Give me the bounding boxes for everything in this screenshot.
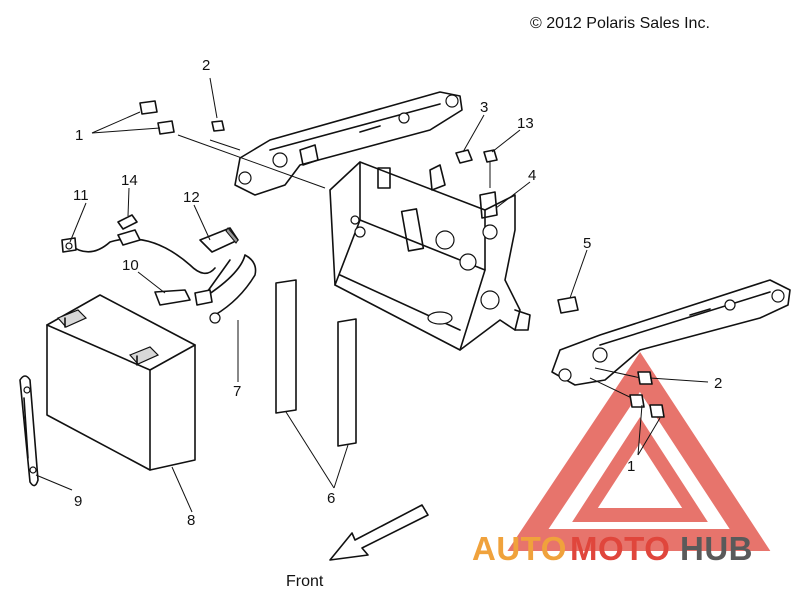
clip-nut-5 bbox=[557, 296, 579, 314]
callout-7: 7 bbox=[233, 383, 241, 400]
watermark-moto: MOTO bbox=[570, 530, 670, 567]
watermark-triangle bbox=[507, 352, 771, 551]
leader-lines bbox=[35, 77, 709, 513]
clip-nut-13 bbox=[483, 149, 498, 188]
bolts-right bbox=[589, 367, 665, 418]
cable-7 bbox=[194, 254, 257, 324]
callout-10: 10 bbox=[122, 257, 139, 274]
callout-14: 14 bbox=[121, 172, 138, 189]
front-label: Front bbox=[286, 573, 324, 590]
watermark-logo bbox=[507, 352, 771, 551]
callout-3: 3 bbox=[480, 99, 488, 116]
pad-6a bbox=[275, 279, 297, 414]
battery-cable-11 bbox=[61, 229, 216, 275]
pad-6b bbox=[337, 318, 357, 447]
callout-2-top: 2 bbox=[202, 57, 210, 74]
callout-13: 13 bbox=[517, 115, 534, 132]
copyright-text: © 2012 Polaris Sales Inc. bbox=[530, 15, 710, 32]
callout-5: 5 bbox=[583, 235, 591, 252]
callout-6: 6 bbox=[327, 490, 335, 507]
terminal-cover-14 bbox=[117, 214, 138, 230]
lower-hold-down-bracket bbox=[551, 279, 791, 386]
clip-nut-3 bbox=[455, 149, 473, 164]
watermark-text: AUTO MOTO HUB bbox=[472, 530, 753, 567]
callout-1-left: 1 bbox=[75, 127, 83, 144]
battery-8 bbox=[46, 294, 196, 471]
callout-9: 9 bbox=[74, 493, 82, 510]
callout-4: 4 bbox=[528, 167, 536, 184]
callout-2-right: 2 bbox=[714, 375, 722, 392]
terminal-boot-12 bbox=[199, 227, 239, 253]
strap-9 bbox=[19, 375, 39, 487]
callout-8: 8 bbox=[187, 512, 195, 529]
cover-10 bbox=[154, 289, 191, 306]
watermark-triangle-inner bbox=[572, 417, 708, 522]
callout-1-right: 1 bbox=[627, 458, 635, 475]
upper-hold-down-bracket bbox=[234, 91, 463, 196]
callout-12: 12 bbox=[183, 189, 200, 206]
watermark-hub: HUB bbox=[680, 530, 753, 567]
front-direction-arrow bbox=[329, 504, 429, 561]
callout-11: 11 bbox=[73, 187, 89, 204]
battery-box bbox=[329, 161, 531, 351]
watermark-auto: AUTO bbox=[472, 530, 567, 567]
bolts-left bbox=[139, 100, 225, 135]
